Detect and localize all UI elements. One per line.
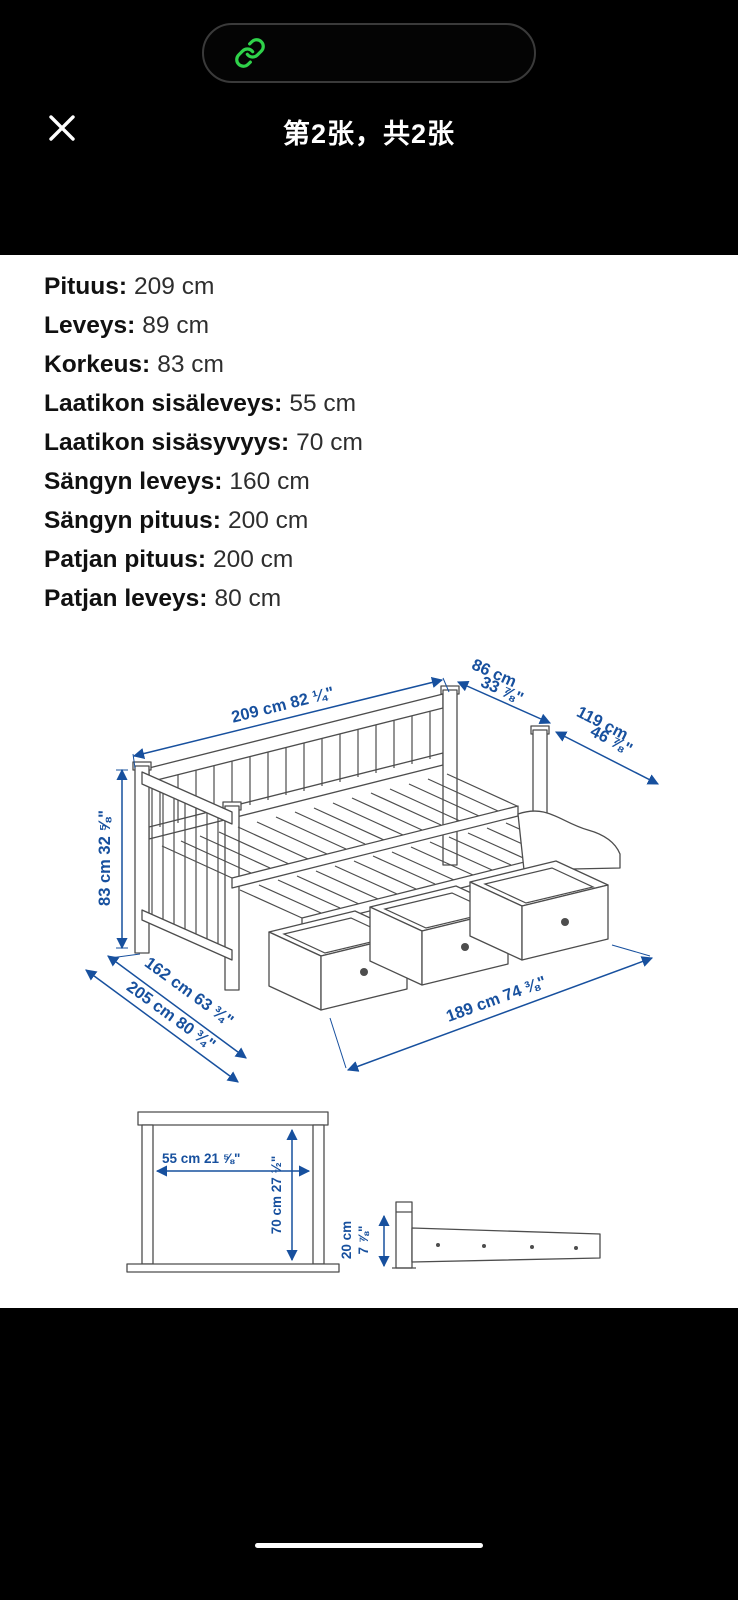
spec-value: 200 cm	[212, 546, 294, 573]
spec-label: Pituus:	[44, 273, 128, 300]
spec-label: Leveys:	[44, 312, 136, 339]
spec-row: Leveys:89 cm	[44, 306, 738, 345]
spec-label: Laatikon sisäleveys:	[44, 390, 283, 417]
spec-value: 55 cm	[289, 390, 357, 417]
spec-row: Korkeus:83 cm	[44, 345, 738, 384]
spec-value: 80 cm	[214, 585, 282, 612]
daybed-illustration	[132, 685, 621, 1011]
product-image-card: Pituus:209 cm Leveys:89 cm Korkeus:83 cm…	[0, 255, 738, 1308]
dim-label-length: 209 cm 82 ¼"	[230, 684, 336, 727]
home-indicator[interactable]	[255, 1543, 483, 1548]
spec-row: Laatikon sisäleveys:55 cm	[44, 384, 738, 423]
spec-row: Sängyn leveys:160 cm	[44, 462, 738, 501]
dim-label-drawer-run: 189 cm 74 ⅜"	[444, 973, 549, 1026]
dim-label-height: 83 cm 32 ⅝"	[96, 810, 114, 906]
spec-label: Sängyn leveys:	[44, 468, 223, 495]
page-title: 第2张，共2张	[282, 119, 456, 149]
spec-label: Sängyn pituus:	[44, 507, 221, 534]
close-button[interactable]	[40, 106, 84, 150]
spec-row: Patjan leveys:80 cm	[44, 579, 738, 618]
spec-label: Patjan pituus:	[44, 546, 206, 573]
spec-value: 160 cm	[229, 468, 310, 495]
spec-row: Laatikon sisäsyvyys:70 cm	[44, 423, 738, 462]
product-specs: Pituus:209 cm Leveys:89 cm Korkeus:83 cm…	[0, 255, 738, 618]
spec-label: Laatikon sisäsyvyys:	[44, 429, 290, 456]
close-icon	[49, 115, 75, 141]
link-icon	[235, 38, 265, 68]
dim-label-slat-height-cm: 20 cm	[339, 1221, 354, 1259]
spec-value: 89 cm	[142, 312, 209, 339]
dim-label-drawer-inner-width: 55 cm 21 ⅝"	[162, 1151, 240, 1166]
slat-side-detail: 20 cm 7 ⅞"	[339, 1201, 601, 1269]
spec-value: 83 cm	[157, 351, 224, 378]
spec-label: Korkeus:	[44, 351, 151, 378]
spec-row: Patjan pituus:200 cm	[44, 540, 738, 579]
dim-label-drawer-inner-depth: 70 cm 27 ½"	[269, 1156, 284, 1234]
spec-row: Pituus:209 cm	[44, 267, 738, 306]
spec-label: Patjan leveys:	[44, 585, 208, 612]
dim-label-slat-height-in: 7 ⅞"	[356, 1226, 371, 1255]
spec-value: 200 cm	[227, 507, 309, 534]
product-dimension-diagram: 209 cm 82 ¼" 86 cm 33 ⅞" 119 cm 46 ⅞" 83…	[85, 656, 660, 1273]
drawer-frame-detail: 55 cm 21 ⅝" 70 cm 27 ½"	[126, 1111, 340, 1273]
spec-value: 209 cm	[134, 273, 215, 300]
spec-value: 70 cm	[296, 429, 363, 456]
spec-row: Sängyn pituus:200 cm	[44, 501, 738, 540]
screen-share-pill[interactable]	[202, 23, 536, 83]
